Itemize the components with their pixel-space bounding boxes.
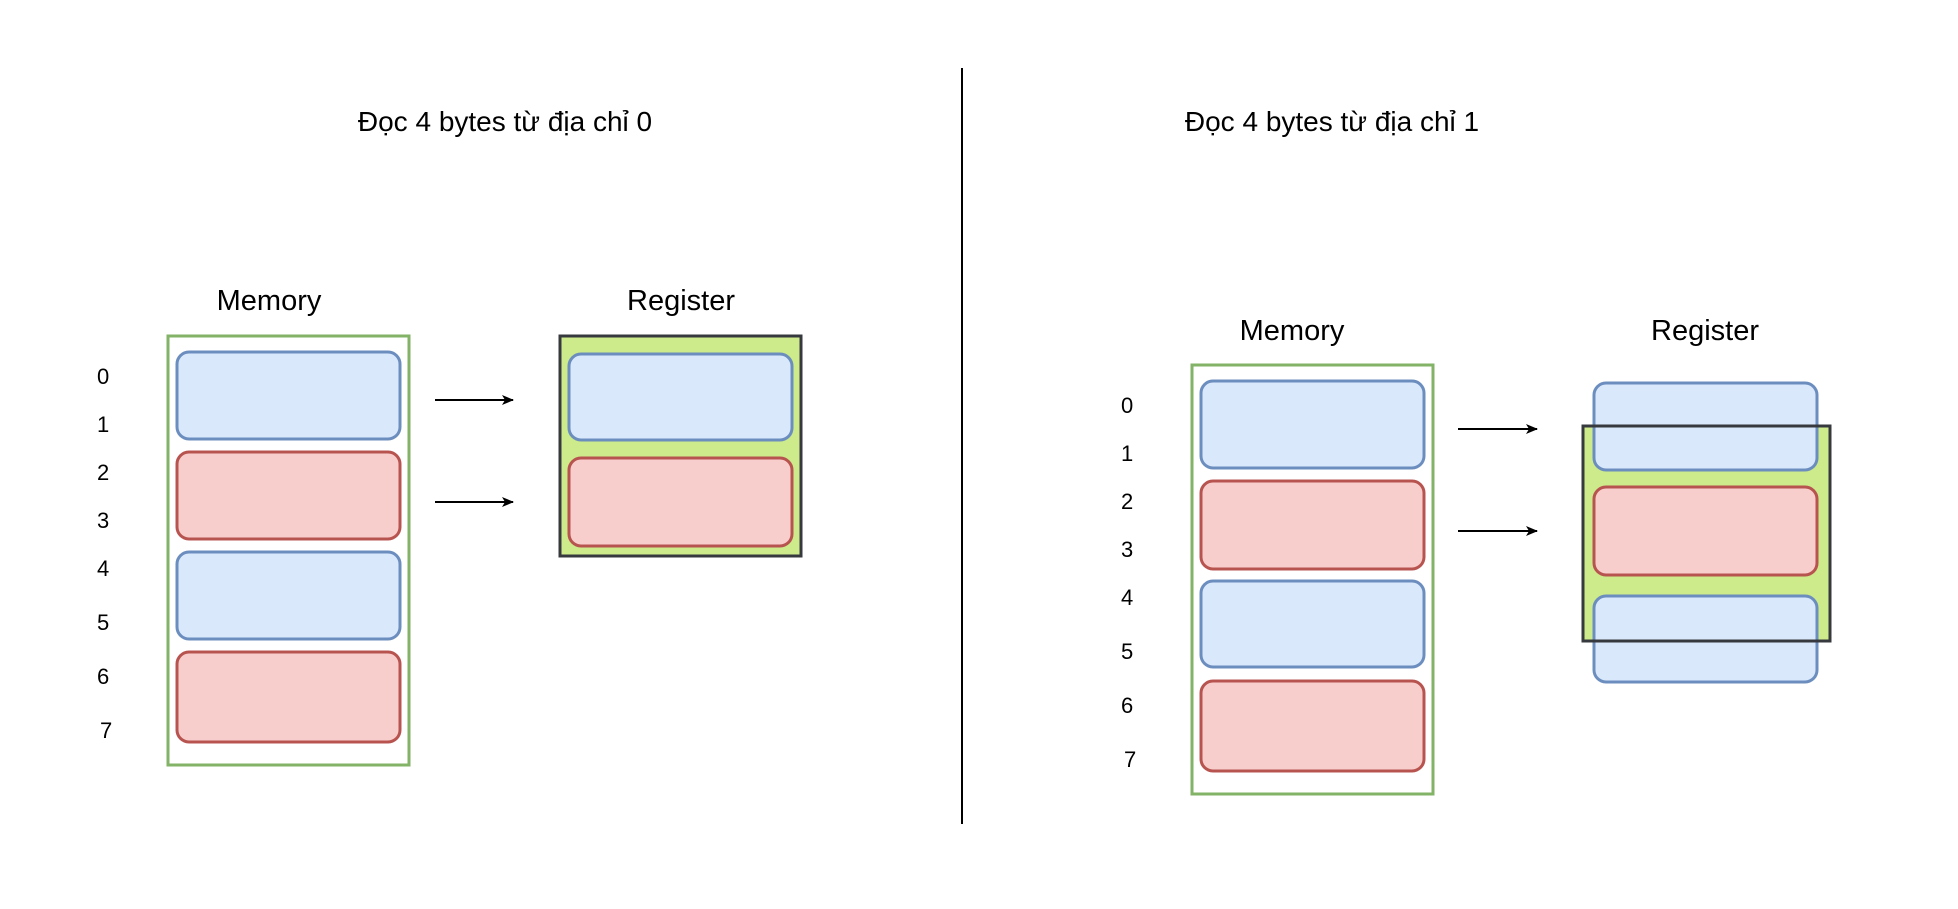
left-address-label: 7 [100, 718, 112, 743]
right-register-word-middle [1592, 485, 1819, 577]
left-address-label: 0 [97, 364, 109, 389]
left-address-label: 1 [97, 412, 109, 437]
right-address-label: 1 [1121, 441, 1133, 466]
right-panel-title: Đọc 4 bytes từ địa chỉ 1 [1185, 106, 1479, 137]
left-register-word-top [567, 352, 794, 442]
right-register-border [1581, 424, 1832, 643]
right-address-label: 5 [1121, 639, 1133, 664]
left-address-label: 6 [97, 664, 109, 689]
right-register-label: Register [1651, 315, 1759, 347]
left-memory-word-bytes-6-7 [175, 650, 402, 744]
left-address-label: 3 [97, 508, 109, 533]
left-address-label: 4 [97, 556, 109, 581]
right-address-label: 4 [1121, 585, 1133, 610]
right-panel: Đọc 4 bytes từ địa chỉ 1 Memory Register… [1121, 106, 1832, 796]
right-memory-word-bytes-0-1 [1199, 379, 1426, 470]
left-address-label: 2 [97, 460, 109, 485]
right-memory-word-bytes-6-7 [1199, 679, 1426, 773]
right-memory-word-bytes-4-5 [1199, 579, 1426, 669]
right-address-label: 0 [1121, 393, 1133, 418]
left-register-word-bottom [567, 456, 794, 548]
right-register-word-bottom [1592, 594, 1819, 684]
left-memory-label: Memory [217, 285, 322, 317]
right-address-label: 3 [1121, 537, 1133, 562]
right-address-label: 7 [1124, 747, 1136, 772]
left-memory-word-bytes-4-5 [175, 550, 402, 641]
left-address-label: 5 [97, 610, 109, 635]
right-address-label: 2 [1121, 489, 1133, 514]
right-address-label: 6 [1121, 693, 1133, 718]
right-memory-label: Memory [1240, 315, 1345, 347]
right-memory-word-bytes-2-3 [1199, 479, 1426, 571]
left-memory-word-bytes-0-1 [175, 350, 402, 441]
left-panel-title: Đọc 4 bytes từ địa chỉ 0 [358, 106, 652, 137]
left-register-label: Register [627, 285, 735, 317]
left-panel: Đọc 4 bytes từ địa chỉ 0 Memory Register… [97, 106, 803, 767]
left-memory-word-bytes-2-3 [175, 450, 402, 541]
